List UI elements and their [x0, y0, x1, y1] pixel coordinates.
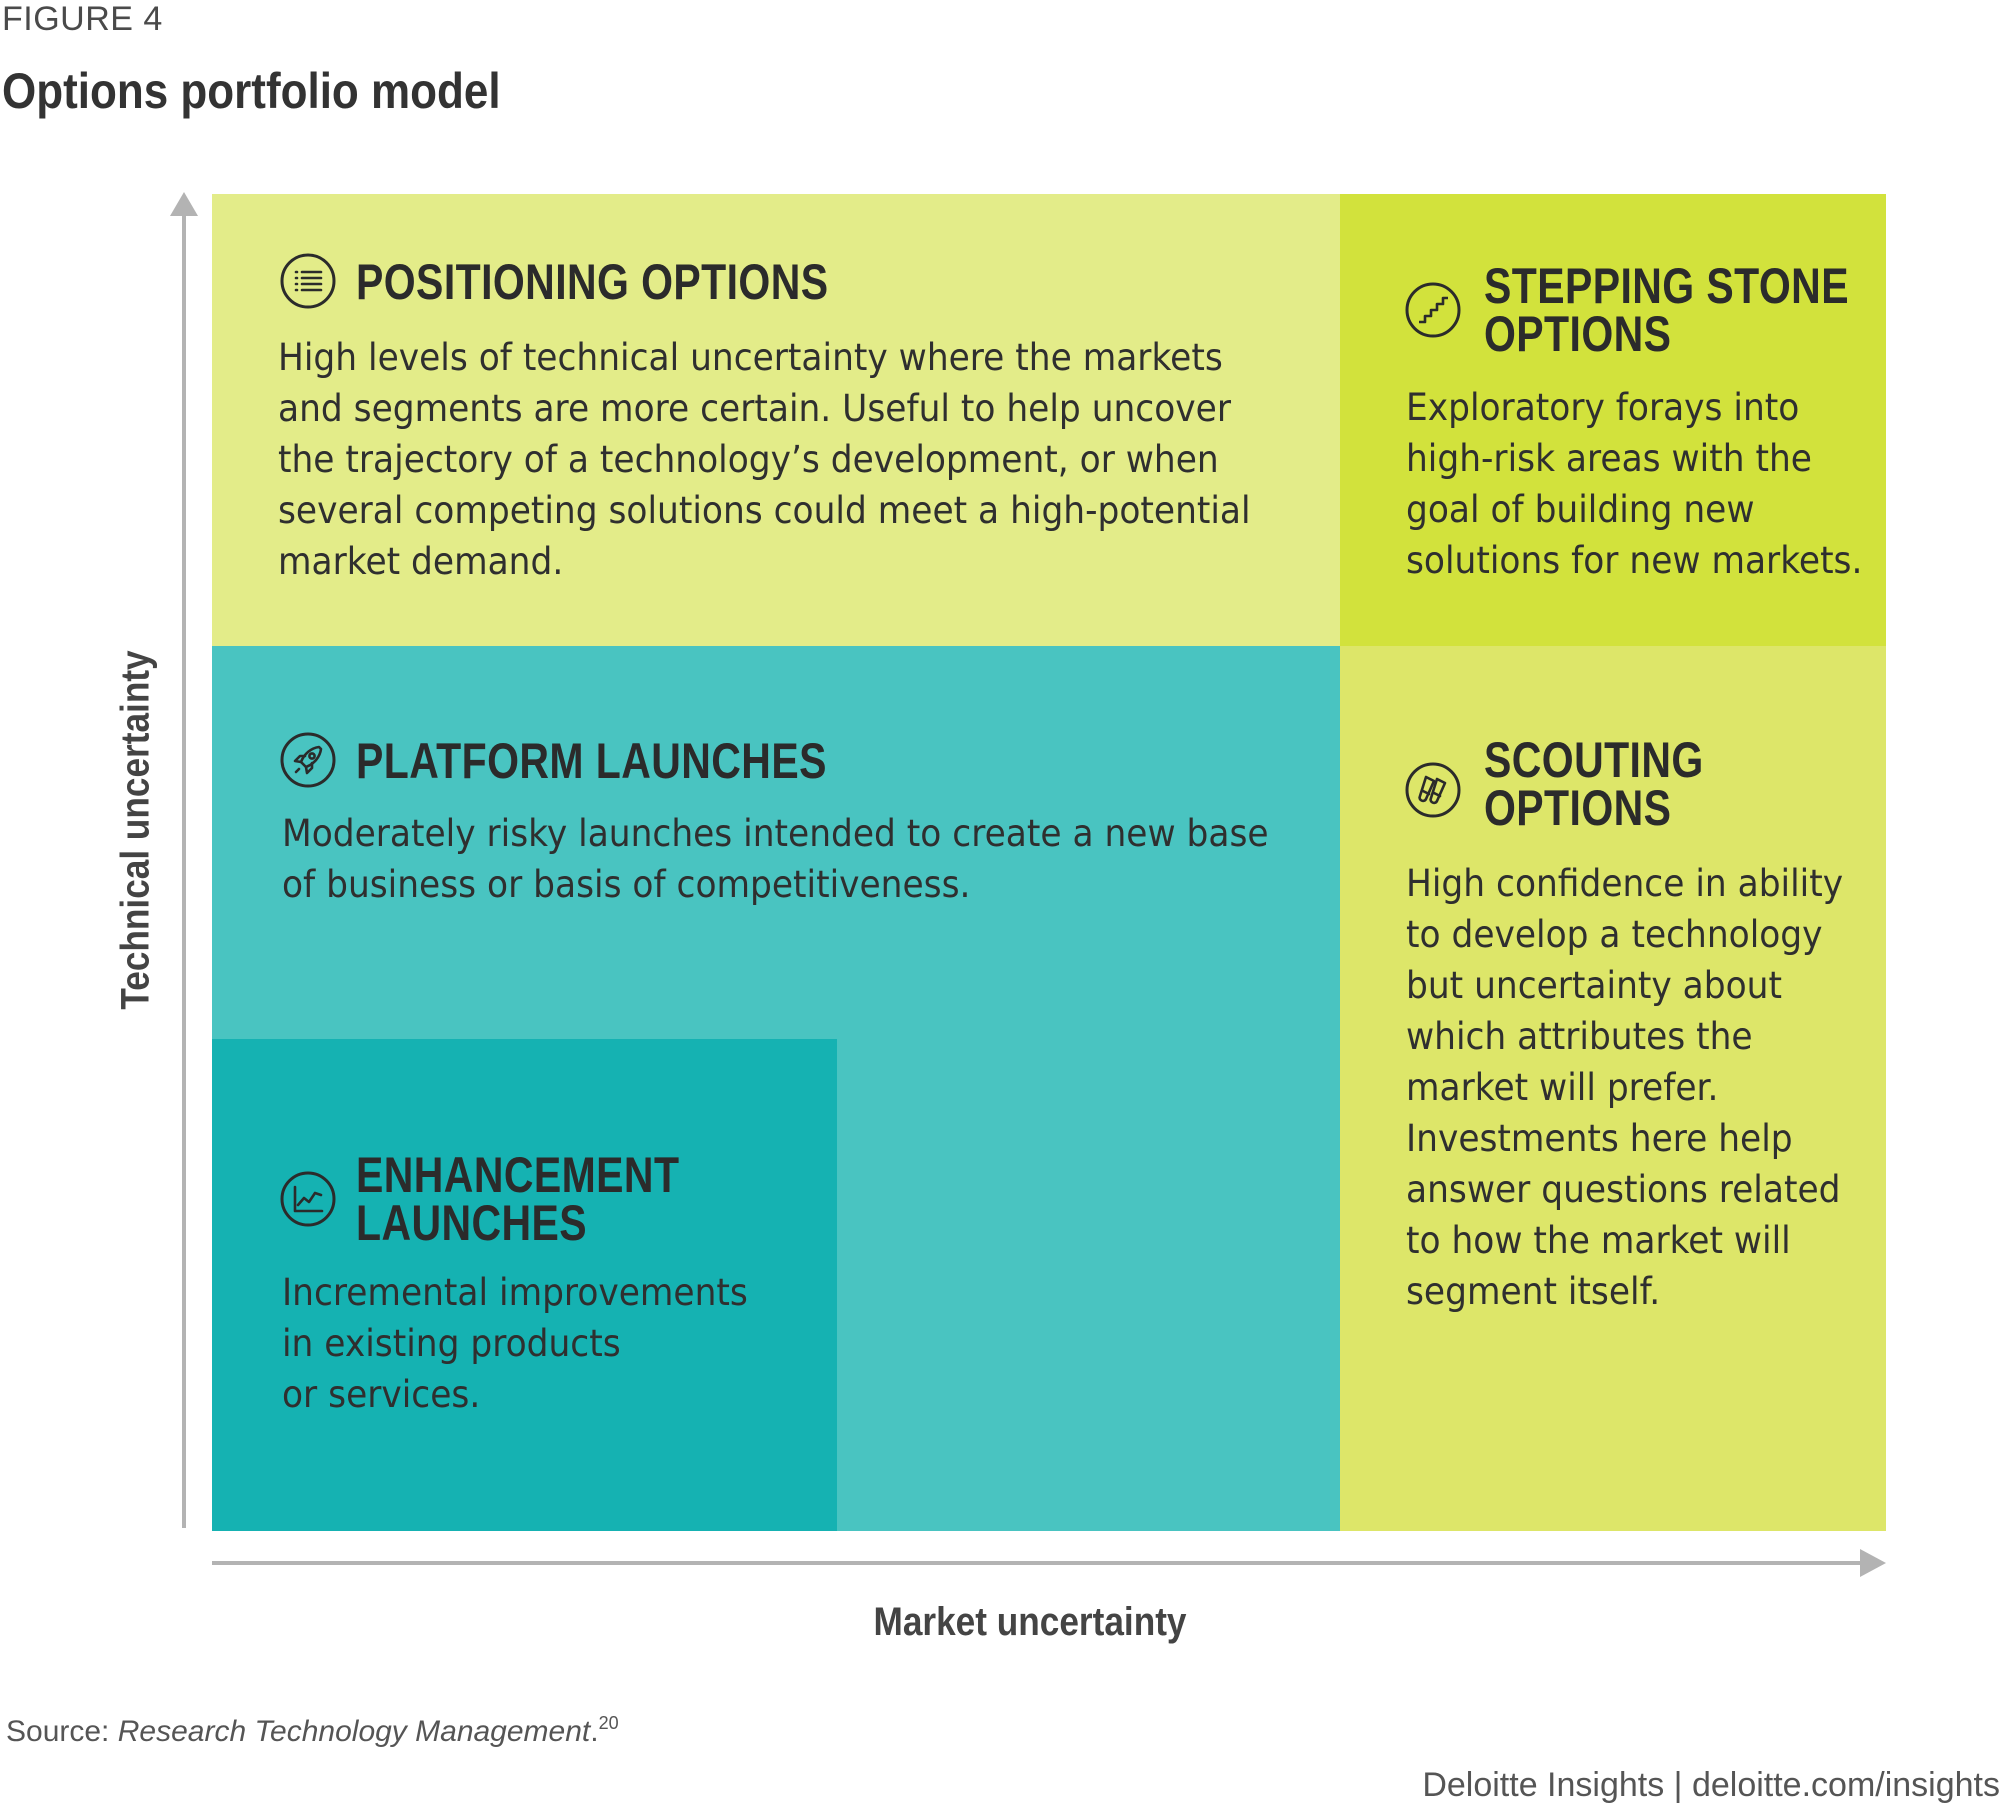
rocket-icon	[280, 732, 336, 788]
credit-line: Deloitte Insights | deloitte.com/insight…	[1422, 1766, 2000, 1804]
stairs-icon	[1405, 282, 1461, 338]
enhancement-heading: ENHANCEMENT LAUNCHES	[356, 1147, 680, 1251]
stepping-stone-heading: STEPPING STONE OPTIONS	[1484, 258, 1849, 362]
scouting-description: High confidence in ability to develop a …	[1406, 862, 1844, 1313]
platform-heading: PLATFORM LAUNCHES	[356, 733, 827, 789]
line-chart-icon	[280, 1171, 336, 1227]
source-footnote: 20	[598, 1713, 619, 1733]
x-axis-label: Market uncertainty	[873, 1600, 1187, 1644]
enhancement-box	[212, 1039, 837, 1531]
scouting-heading: SCOUTING OPTIONS	[1484, 732, 1704, 836]
platform-description: Moderately risky launches intended to cr…	[282, 812, 1269, 906]
source-prefix: Source:	[6, 1715, 118, 1748]
positioning-description: High levels of technical uncertainty whe…	[278, 336, 1251, 583]
x-axis-arrow	[212, 1549, 1886, 1577]
y-axis-arrow	[170, 192, 198, 1528]
enhancement-description: Incremental improvements in existing pro…	[282, 1271, 748, 1416]
figure-label: FIGURE 4	[2, 0, 163, 38]
scouting-box	[1340, 646, 1886, 1531]
list-icon	[280, 253, 336, 309]
figure-title: Options portfolio model	[2, 63, 501, 119]
source-publication: Research Technology Management	[117, 1715, 591, 1748]
positioning-heading: POSITIONING OPTIONS	[356, 254, 829, 310]
source-note: Source: Research Technology Management.2…	[6, 1713, 619, 1749]
source-suffix: .	[590, 1715, 599, 1748]
positioning-box	[212, 194, 1340, 646]
test-tubes-icon	[1405, 762, 1461, 818]
y-axis-label: Technical uncertainty	[113, 650, 158, 1010]
stepping-stone-box	[1340, 194, 1886, 646]
stepping-stone-description: Exploratory forays into high-risk areas …	[1406, 386, 1863, 582]
